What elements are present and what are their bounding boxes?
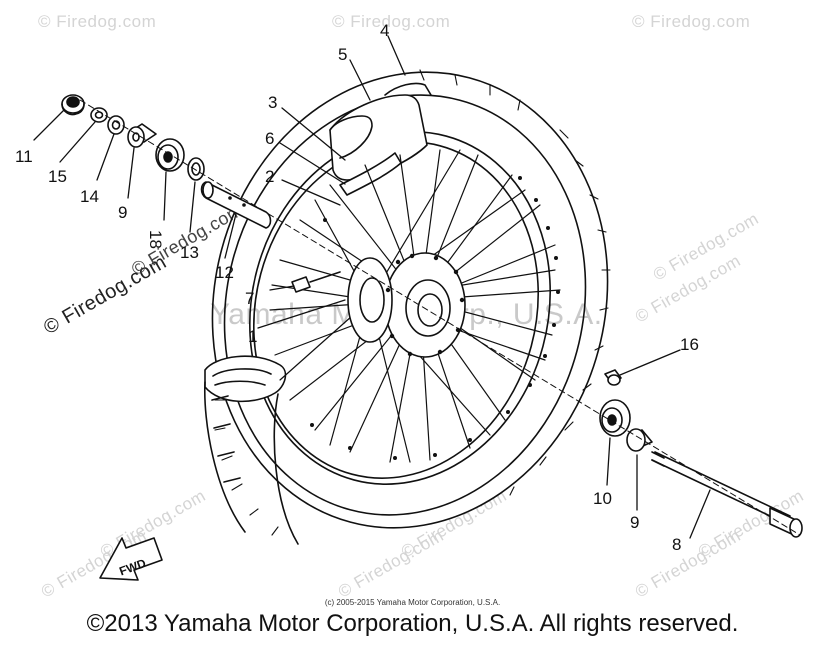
bearing-10 xyxy=(599,399,631,437)
tire xyxy=(211,69,611,536)
callout-3: 3 xyxy=(268,93,277,112)
callout-8: 8 xyxy=(672,535,681,554)
callout-4: 4 xyxy=(380,21,389,40)
axle-8 xyxy=(651,451,803,538)
bolt-16 xyxy=(604,369,622,386)
callout-9-left: 9 xyxy=(118,203,127,222)
callout-11: 11 xyxy=(15,147,33,166)
axle-centerline xyxy=(79,99,801,536)
axle-nut-11 xyxy=(61,94,85,116)
callout-12: 12 xyxy=(215,263,234,282)
callout-1: 1 xyxy=(248,327,257,346)
small-copyright: (c) 2005-2015 Yamaha Motor Corporation, … xyxy=(324,598,501,607)
tire-cutaway-section xyxy=(203,355,299,545)
callout-2: 2 xyxy=(265,167,274,186)
callout-13: 13 xyxy=(180,243,199,262)
spoke-nipples xyxy=(310,176,560,460)
bearing-18 xyxy=(155,138,185,172)
forward-arrow xyxy=(99,537,163,581)
callout-6: 6 xyxy=(265,129,274,148)
leader-lines xyxy=(33,35,711,539)
washer-14 xyxy=(107,115,125,135)
watermark-top-left: © Firedog.com xyxy=(38,12,157,31)
tube xyxy=(329,82,432,181)
callout-7: 7 xyxy=(245,289,254,308)
oil-seal-13 xyxy=(187,157,205,181)
callout-5: 5 xyxy=(338,45,347,64)
hub xyxy=(347,252,466,358)
footer-copyright: ©2013 Yamaha Motor Corporation, U.S.A. A… xyxy=(86,610,739,637)
spacer-9-right xyxy=(626,428,653,452)
callout-16: 16 xyxy=(680,335,699,354)
watermark-top-center: © Firedog.com xyxy=(332,12,451,31)
watermark-top-right: © Firedog.com xyxy=(632,12,751,31)
callout-14: 14 xyxy=(80,187,99,206)
callout-15: 15 xyxy=(48,167,67,186)
callout-9-right: 9 xyxy=(630,513,639,532)
washer-15 xyxy=(90,107,108,123)
callout-10: 10 xyxy=(593,489,612,508)
callout-18: 18 xyxy=(146,230,165,249)
valve-stem xyxy=(291,271,341,293)
collar-12 xyxy=(200,181,272,229)
